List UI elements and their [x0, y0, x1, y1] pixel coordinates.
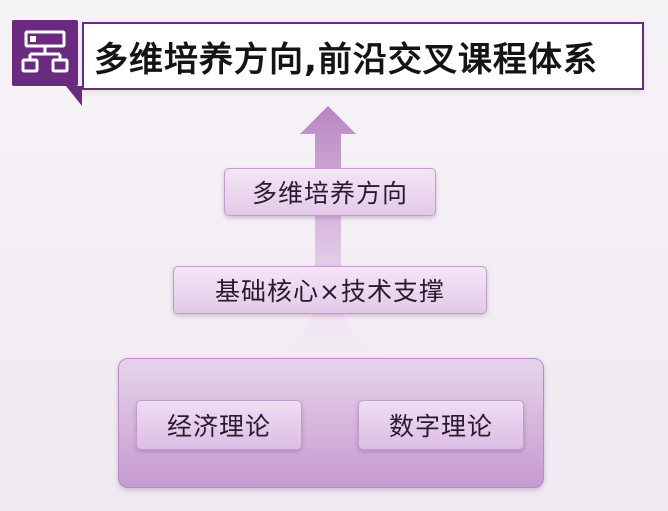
header-banner: 多维培养方向,前沿交叉课程体系	[82, 22, 644, 90]
page-title: 多维培养方向,前沿交叉课程体系	[94, 40, 598, 80]
hierarchy-icon	[21, 30, 69, 73]
base-right-label: 数字理论	[358, 400, 524, 450]
top-tier-label: 多维培养方向	[224, 168, 436, 216]
banner-tail	[66, 86, 82, 106]
middle-tier-label: 基础核心×技术支撑	[173, 266, 487, 314]
header-icon-badge	[12, 20, 78, 86]
base-left-label: 经济理论	[136, 400, 302, 450]
